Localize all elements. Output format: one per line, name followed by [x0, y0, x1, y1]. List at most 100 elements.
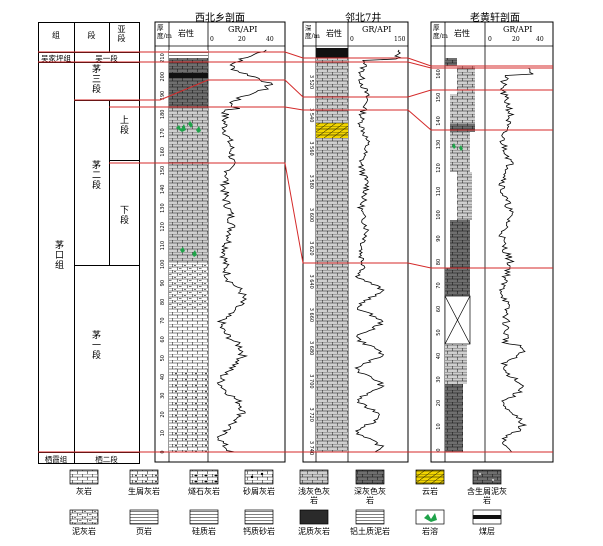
gr-tick-3-40: 40 [536, 36, 544, 43]
lith-lightgray [445, 344, 467, 384]
depth-tick-label: 3 720 [308, 408, 314, 422]
gr-tick-3-20: 20 [512, 36, 520, 43]
lith-lightgray [450, 132, 470, 172]
lith-dolomite [316, 123, 348, 138]
formation-mao3: 茅三段 [90, 64, 100, 94]
lith-darkgray [169, 58, 208, 73]
depth-tick-label: 40 [436, 353, 442, 359]
depth-tick-label: 70 [436, 282, 442, 288]
depth-tick-label: 30 [160, 393, 166, 399]
lith-header-2: 岩性 [326, 29, 342, 38]
legend-swatch-chert [189, 469, 219, 485]
gr-header-3: GR/API [503, 25, 533, 34]
legend-label-bauxitic: 铝土质泥岩 [350, 527, 390, 536]
depth-tick-label: 160 [436, 69, 442, 79]
lith-coal [316, 48, 348, 58]
correlation-lines [38, 51, 553, 453]
depth-tick-label: 70 [160, 317, 166, 323]
depth-tick-label: 50 [160, 355, 166, 361]
depth-tick-label: 130 [436, 140, 442, 150]
legend-swatch-karst [415, 509, 445, 525]
lith-marl [169, 263, 208, 308]
member-mao2-lower: 下段 [118, 205, 128, 225]
legend-swatch-siliceous [189, 509, 219, 525]
gr-curve-line [354, 49, 402, 453]
lith-lightgray [169, 163, 208, 263]
depth-tick-label: 80 [160, 299, 166, 305]
legend-swatch-bioclastic [129, 469, 159, 485]
depth-tick-label: 3 540 [308, 108, 314, 122]
legend-label-chert: 燧石灰岩 [188, 487, 220, 496]
legend-label-bioclastic: 生屑灰岩 [128, 487, 160, 496]
depth-tick-label: 90 [160, 280, 166, 286]
legend-swatch-shale [129, 509, 159, 525]
section-title-linbei7: 邻北7井 [345, 13, 382, 24]
gr-header-2: GR/API [362, 25, 392, 34]
depth-tick-label: 150 [160, 166, 166, 176]
depth-tick-label: 80 [436, 259, 442, 265]
legend-label-ca-sandstone: 钙质砂岩 [243, 527, 275, 536]
section-title-xibeixiang: 西北乡剖面 [195, 13, 245, 24]
lith-lightgray [169, 108, 208, 163]
legend-swatch-limestone [69, 469, 99, 485]
legend-swatch-bauxitic [355, 509, 385, 525]
legend-swatch-sandy [244, 469, 274, 485]
formation-mao1: 茅一段 [90, 330, 100, 360]
depth-tick-label: 170 [160, 128, 166, 138]
lith-header-3: 岩性 [454, 29, 470, 38]
group-wujiaping: 吴家坪组 [41, 54, 71, 63]
depth-ticks-1: 0102030405060708090100110120130140150160… [160, 53, 166, 453]
correlation-line-mao2-upper [109, 106, 553, 131]
section-title-laohuangxuan: 老黄轩剖面 [470, 13, 520, 24]
gr-curve-line [498, 67, 534, 453]
legend-swatch-ca-sandstone [244, 509, 274, 525]
depth-tick-label: 20 [436, 400, 442, 406]
depth-tick-label: 3 680 [308, 341, 314, 355]
depth-tick-label: 3 600 [308, 208, 314, 222]
depth-tick-label: 190 [160, 91, 166, 101]
lith-lightgray [316, 138, 348, 265]
depth-tick-label: 110 [160, 241, 166, 251]
group-maokou: 茅口组 [53, 240, 63, 270]
lith-limestone [169, 308, 208, 368]
legend-label-marl: 泥灰岩 [72, 527, 96, 536]
correlation-line-mao2-lower [109, 162, 553, 269]
depth-tick-label: 3 620 [308, 241, 314, 255]
group-qixia: 栖霞组 [44, 455, 68, 464]
lith-lightgray [316, 265, 348, 452]
depth-tick-label: 140 [436, 116, 442, 126]
gr-curve-line [216, 49, 274, 453]
legend-swatch-marl [69, 509, 99, 525]
depth-tick-label: 3 640 [308, 274, 314, 288]
depth-tick-label: 130 [160, 203, 166, 213]
legend-label-coal: 煤层 [479, 527, 495, 536]
depth-tick-label: 210 [160, 53, 166, 63]
depth-tick-label: 180 [160, 110, 166, 120]
header-formation: 段 [87, 31, 96, 40]
lith-lightgray [457, 66, 475, 94]
gr-tick-2-150: 150 [394, 36, 406, 43]
legend-swatch-lightgray [299, 469, 329, 485]
lith-lightgray [450, 94, 475, 124]
legend-swatch-dolomite [415, 469, 445, 485]
depth-tick-label: 3 740 [308, 441, 314, 455]
legend-label-lightgray: 浅灰色灰岩 [298, 487, 330, 505]
legend-label-siliceous: 硅质岩 [192, 527, 216, 536]
legend-label-shale: 页岩 [136, 527, 152, 536]
depth-tick-label: 110 [436, 187, 442, 197]
gr-tick-1-0: 0 [210, 36, 214, 43]
header-group: 组 [52, 31, 60, 40]
depth-tick-label: 10 [160, 430, 166, 436]
depth-header-2: 深度/m [305, 24, 320, 40]
legend-label-karst: 岩溶 [422, 527, 438, 536]
legend-swatch-bio-marl [472, 469, 502, 485]
lith-lightgray [457, 172, 472, 220]
depth-tick-label: 60 [436, 306, 442, 312]
depth-tick-label: 140 [160, 185, 166, 195]
gr-tick-1-20: 20 [238, 36, 246, 43]
lith-darkgray [450, 220, 470, 268]
depth-tick-label: 100 [436, 210, 442, 220]
